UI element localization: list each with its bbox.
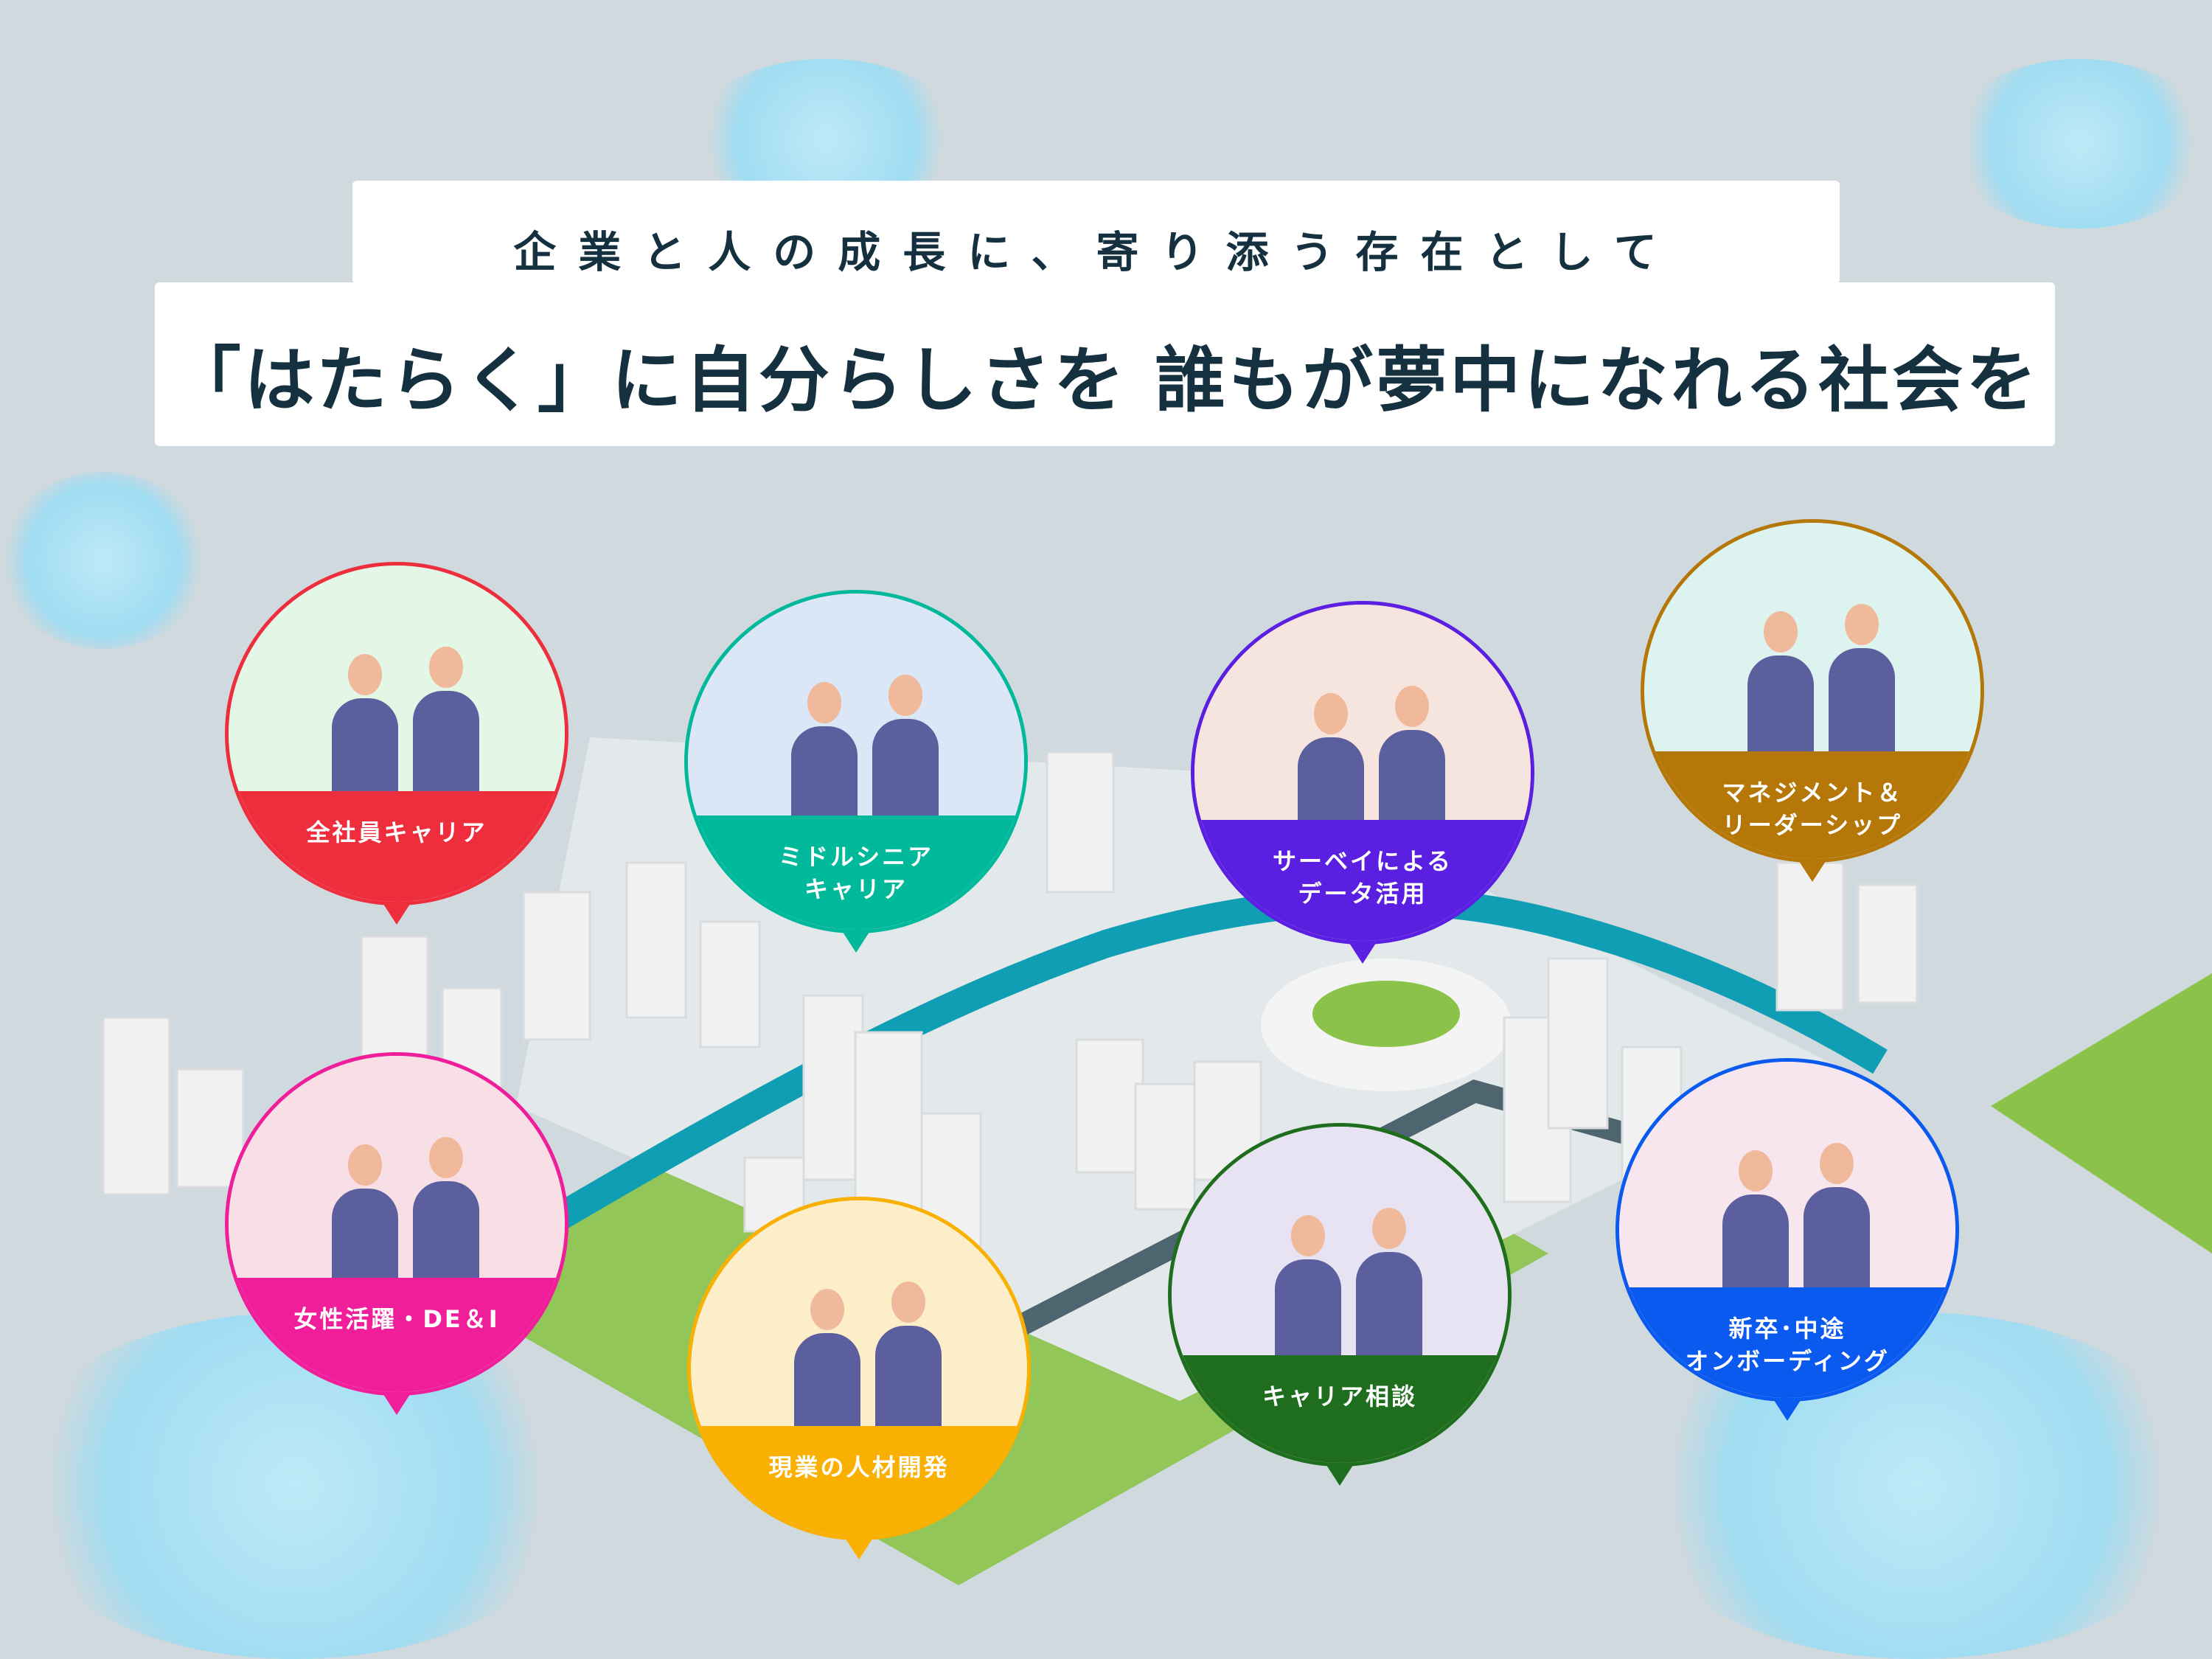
person-head: [888, 675, 922, 716]
service-bubble-all-employee-career[interactable]: 全社員キャリア: [225, 562, 568, 925]
service-label: サーベイによる データ活用: [1272, 846, 1453, 908]
service-bubble-frontline-development[interactable]: 現業の人材開発: [687, 1197, 1031, 1559]
service-label: 全社員キャリア: [306, 818, 487, 846]
person-head: [1291, 1215, 1325, 1256]
service-circle: 現業の人材開発: [687, 1197, 1031, 1540]
person-head: [1820, 1143, 1854, 1184]
service-illustration: [691, 1200, 1027, 1537]
service-bubble-onboarding[interactable]: 新卒･中途 オンボーディング: [1615, 1058, 1959, 1421]
service-bubble-career-consultation[interactable]: キャリア相談: [1168, 1123, 1512, 1486]
person-head: [1845, 604, 1879, 645]
person-head: [348, 1144, 382, 1186]
person-head: [429, 647, 463, 688]
subtitle-box: 企業と人の成長に、寄り添う存在として: [352, 181, 1840, 284]
service-label-band: マネジメント＆ リーダーシップ: [1644, 751, 1980, 859]
cloud: [1947, 59, 2212, 229]
person-head: [429, 1137, 463, 1178]
service-circle: 女性活躍・DE＆I: [225, 1052, 568, 1396]
service-label-band: 現業の人材開発: [691, 1425, 1027, 1537]
service-label: ミドルシニア キャリア: [778, 842, 933, 903]
person-head: [891, 1281, 925, 1323]
person-head: [1395, 686, 1429, 727]
service-circle: ミドルシニア キャリア: [684, 590, 1028, 933]
service-circle: キャリア相談: [1168, 1123, 1512, 1467]
cloud: [0, 472, 206, 649]
person-head: [807, 682, 841, 723]
service-circle: サーベイによる データ活用: [1191, 601, 1534, 945]
subtitle: 企業と人の成長に、寄り添う存在として: [513, 227, 1679, 277]
service-circle: 新卒･中途 オンボーディング: [1615, 1058, 1959, 1402]
service-label: 女性活躍・DE＆I: [293, 1304, 500, 1333]
title-box: 「はたらく」に自分らしさを 誰もが夢中になれる社会を: [155, 282, 2055, 446]
person-head: [1764, 611, 1798, 653]
service-circle: マネジメント＆ リーダーシップ: [1641, 519, 1984, 863]
service-label: 現業の人材開発: [768, 1453, 950, 1481]
service-bubble-survey-data-utilization[interactable]: サーベイによる データ活用: [1191, 601, 1534, 964]
service-bubble-middle-senior-career[interactable]: ミドルシニア キャリア: [684, 590, 1028, 953]
service-label: 新卒･中途 オンボーディング: [1685, 1314, 1890, 1375]
person-head: [810, 1289, 844, 1330]
service-label: キャリア相談: [1262, 1382, 1417, 1411]
person-head: [1372, 1208, 1406, 1249]
service-bubble-management-leadership[interactable]: マネジメント＆ リーダーシップ: [1641, 519, 1984, 882]
person-head: [1739, 1150, 1773, 1192]
service-label: マネジメント＆ リーダーシップ: [1722, 779, 1903, 840]
service-label-band: 女性活躍・DE＆I: [229, 1277, 565, 1392]
service-label-band: 新卒･中途 オンボーディング: [1619, 1287, 1955, 1398]
service-label-band: キャリア相談: [1172, 1355, 1508, 1463]
service-label-band: 全社員キャリア: [229, 790, 565, 902]
service-circle: 全社員キャリア: [225, 562, 568, 905]
person-head: [348, 654, 382, 695]
person-head: [1314, 693, 1348, 734]
page-title: 「はたらく」に自分らしさを 誰もが夢中になれる社会を: [170, 339, 2040, 422]
service-label-band: ミドルシニア キャリア: [688, 815, 1024, 930]
service-label-band: サーベイによる データ活用: [1194, 819, 1531, 941]
service-bubble-women-dei[interactable]: 女性活躍・DE＆I: [225, 1052, 568, 1415]
